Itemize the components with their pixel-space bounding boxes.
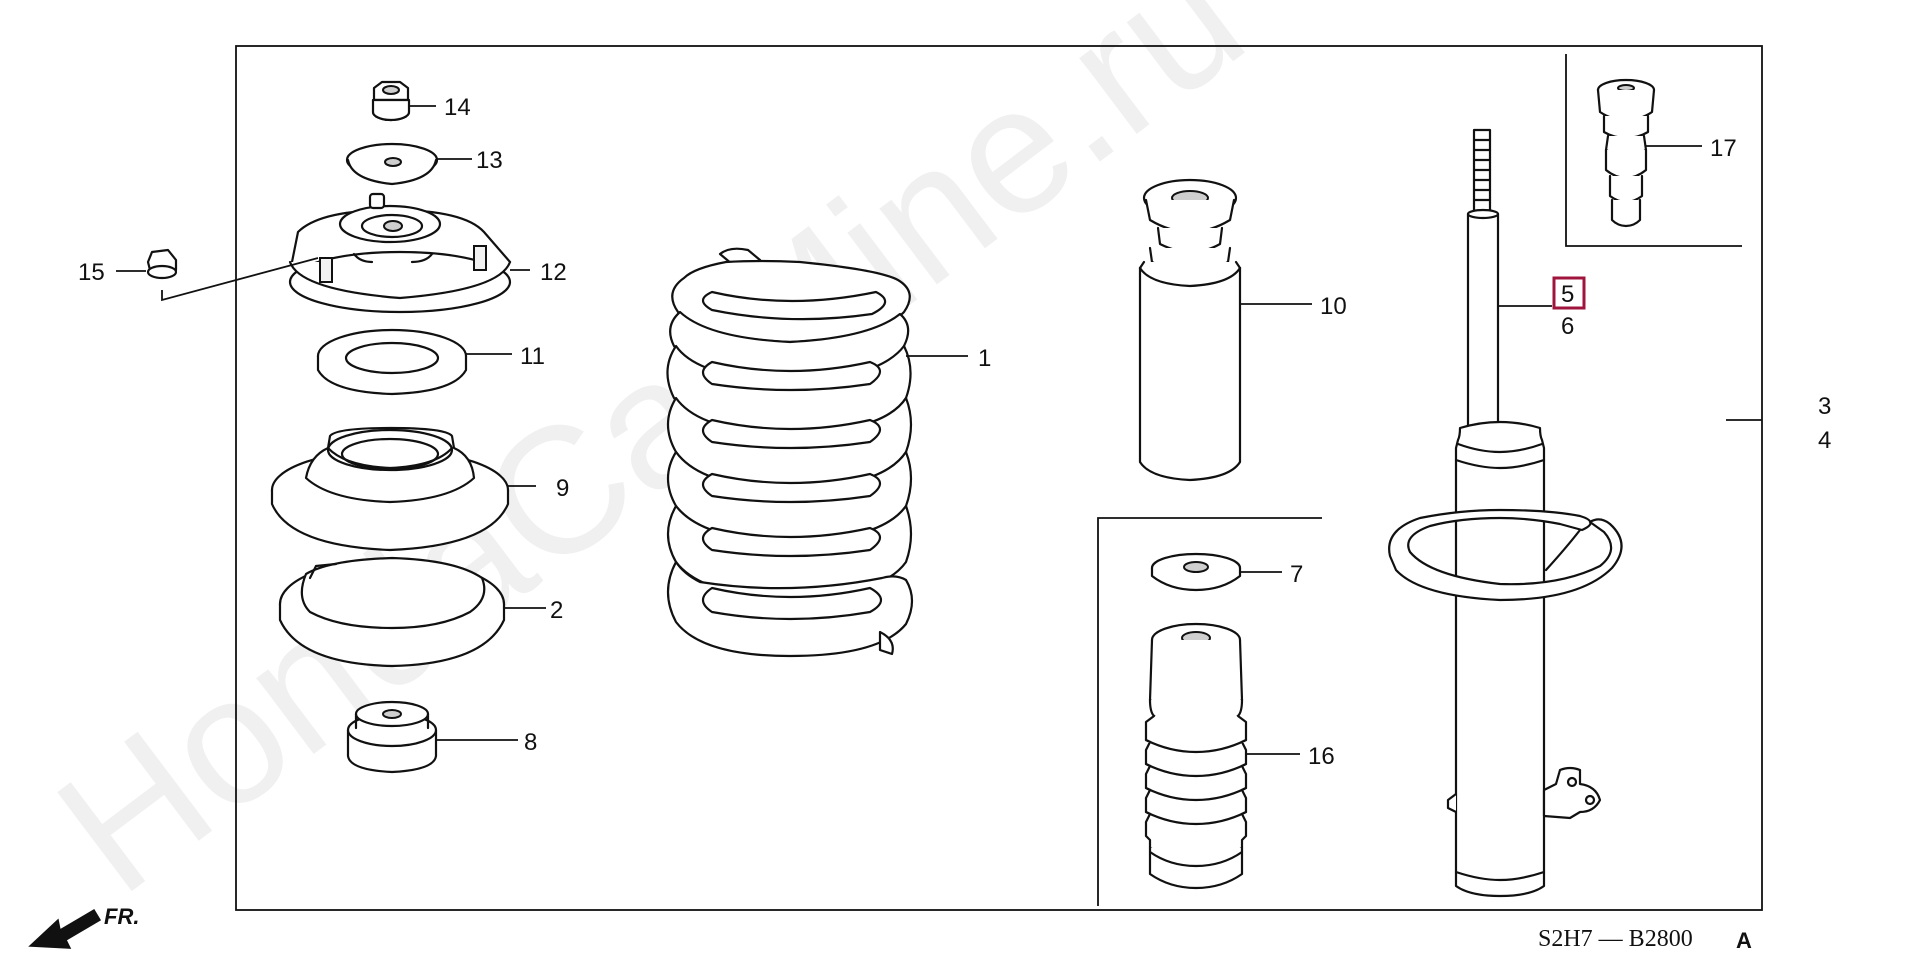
callout-5-highlight[interactable]: 5 bbox=[1552, 276, 1586, 310]
part-17-bump-stop[interactable] bbox=[1596, 78, 1702, 228]
callout-16: 16 bbox=[1308, 743, 1335, 770]
callout-14: 14 bbox=[444, 94, 471, 121]
watermark: HondaCarMine.ru bbox=[23, 0, 1279, 931]
direction-label: FR. bbox=[104, 904, 139, 929]
diagram-frame bbox=[235, 45, 1763, 911]
callout-12: 12 bbox=[540, 259, 567, 286]
part-1-front-spring[interactable] bbox=[666, 247, 968, 658]
part-9-spring-seat-rubber[interactable] bbox=[270, 426, 536, 552]
callout-17: 17 bbox=[1710, 135, 1737, 162]
callout-1: 1 bbox=[978, 345, 991, 372]
watermark-text: HondaCarMine.ru bbox=[23, 0, 1279, 931]
diagram-code-suffix: A bbox=[1736, 928, 1752, 953]
callout-8: 8 bbox=[524, 729, 537, 756]
callout-5: 5 bbox=[1561, 281, 1574, 308]
callout-10: 10 bbox=[1320, 293, 1347, 320]
callout-13: 13 bbox=[476, 147, 503, 174]
callout-6: 6 bbox=[1561, 313, 1574, 340]
callout-4: 4 bbox=[1818, 427, 1831, 454]
part-10-dust-cover[interactable] bbox=[1138, 178, 1312, 482]
diagram-code: S2H7 — B2800 bbox=[1538, 926, 1693, 952]
callout-2: 2 bbox=[550, 597, 563, 624]
callout-5-highlight-box bbox=[1552, 276, 1586, 310]
part-8-bushing[interactable] bbox=[346, 700, 518, 774]
sub-frame-17 bbox=[1565, 54, 1742, 247]
callout-7: 7 bbox=[1290, 561, 1303, 588]
part-7-washer[interactable] bbox=[1150, 552, 1282, 592]
part-13-washer[interactable] bbox=[345, 142, 472, 186]
callout-11: 11 bbox=[520, 343, 545, 370]
part-15-flange-nut[interactable] bbox=[116, 248, 319, 302]
callout-15: 15 bbox=[78, 259, 105, 286]
part-14-self-locking-nut[interactable] bbox=[371, 80, 436, 122]
front-direction-arrow-icon: FR. bbox=[28, 904, 139, 949]
part-3-4-shock-absorber-strut[interactable] bbox=[1388, 128, 1762, 898]
sub-frame-7-16 bbox=[1097, 517, 1322, 906]
callout-9: 9 bbox=[556, 475, 569, 502]
part-16-bump-rubber-boot[interactable] bbox=[1144, 622, 1300, 890]
callout-3: 3 bbox=[1818, 393, 1831, 420]
part-11-thrust-bearing[interactable] bbox=[316, 328, 512, 396]
part-12-shock-absorber-mounting-base[interactable] bbox=[288, 192, 530, 314]
part-2-lower-spring-seat-rubber[interactable] bbox=[278, 556, 546, 668]
